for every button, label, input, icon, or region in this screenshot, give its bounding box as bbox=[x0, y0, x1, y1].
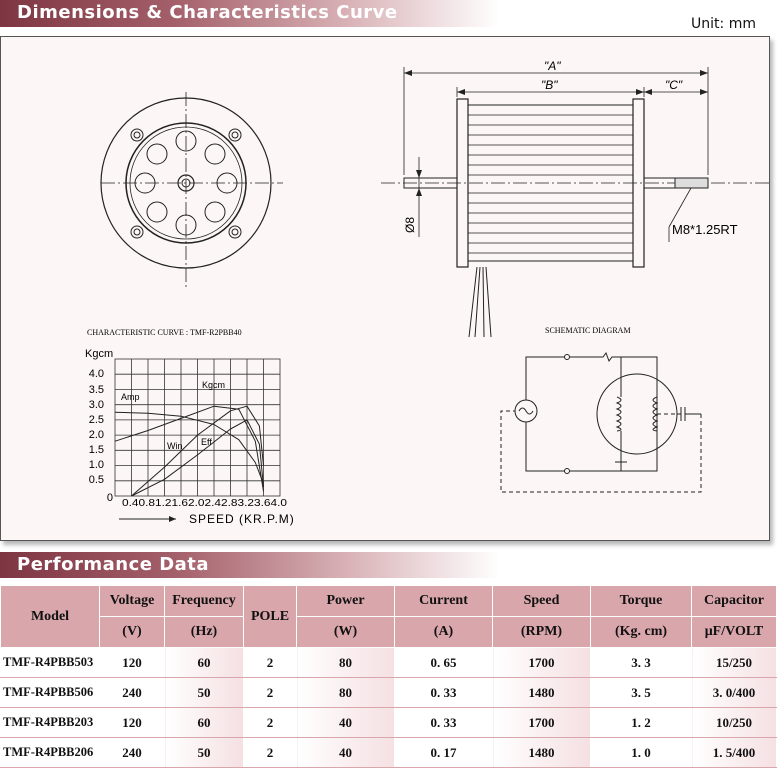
dimension-a-label: "A" bbox=[544, 59, 561, 73]
dimension-b-label: "B" bbox=[541, 78, 558, 92]
chart-ylabel: Kgcm bbox=[85, 348, 113, 360]
y-tick-label: 2.5 bbox=[89, 414, 104, 426]
motor-side-view bbox=[381, 67, 769, 338]
cell-power: 40 bbox=[296, 737, 395, 768]
cell-frequency: 50 bbox=[164, 737, 244, 768]
cell-voltage: 120 bbox=[99, 707, 165, 738]
header-torque: Torque bbox=[590, 585, 692, 617]
chart-y-ticks: 4.0 3.5 3.0 2.5 2.0 1.5 1.0 0.5 0 bbox=[89, 368, 113, 504]
y-tick-label: 2.0 bbox=[89, 429, 104, 441]
y-tick-label: 0 bbox=[107, 492, 113, 504]
table-row: TMF-R4PBB203 120 60 2 40 0. 33 1700 1. 2… bbox=[0, 707, 777, 738]
cell-speed: 1480 bbox=[492, 677, 591, 708]
header-frequency-unit: (Hz) bbox=[164, 616, 244, 648]
cell-torque: 3. 5 bbox=[590, 677, 692, 708]
cell-pole: 2 bbox=[243, 707, 297, 738]
cell-pole: 2 bbox=[243, 647, 297, 678]
x-tick-labels: 0.40.81.21.62.02.42.83.23.64.0 bbox=[122, 497, 287, 509]
table-row: TMF-R4PBB506 240 50 2 80 0. 33 1480 3. 5… bbox=[0, 677, 777, 708]
cell-torque: 3. 3 bbox=[590, 647, 692, 678]
y-tick-label: 1.0 bbox=[89, 459, 104, 471]
series-label-amp: Amp bbox=[121, 392, 140, 402]
motor-front-view bbox=[100, 92, 283, 287]
header-power: Power bbox=[296, 585, 395, 617]
header-capacitor-unit: μF/VOLT bbox=[691, 616, 777, 648]
cell-pole: 2 bbox=[243, 737, 297, 768]
y-tick-label: 4.0 bbox=[89, 368, 104, 380]
thread-label: M8*1.25RT bbox=[672, 222, 738, 237]
chart-xlabel: SPEED (KR.P.M) bbox=[189, 512, 295, 526]
cell-frequency: 50 bbox=[164, 677, 244, 708]
cell-pole: 2 bbox=[243, 677, 297, 708]
header-voltage: Voltage bbox=[99, 585, 165, 617]
cell-model: TMF-R4PBB503 bbox=[0, 647, 100, 678]
cell-voltage: 240 bbox=[99, 737, 165, 768]
section-banner-performance: Performance Data bbox=[0, 552, 500, 578]
y-tick-label: 3.5 bbox=[89, 384, 104, 396]
series-line-eff bbox=[131, 405, 264, 497]
cell-voltage: 120 bbox=[99, 647, 165, 678]
cell-frequency: 60 bbox=[164, 707, 244, 738]
cell-capacitor: 15/250 bbox=[691, 647, 777, 678]
header-capacitor: Capacitor bbox=[691, 585, 777, 617]
cell-capacitor: 1. 5/400 bbox=[691, 737, 777, 768]
series-label-kgcm: Kgcm bbox=[202, 380, 225, 390]
y-tick-label: 1.5 bbox=[89, 444, 104, 456]
cell-current: 0. 33 bbox=[394, 677, 493, 708]
series-line-kgcm bbox=[114, 405, 264, 492]
performance-table: Model Voltage Frequency POLE Power Curre… bbox=[0, 585, 777, 768]
header-power-unit: (W) bbox=[296, 616, 395, 648]
cell-power: 80 bbox=[296, 647, 395, 678]
header-pole: POLE bbox=[243, 585, 297, 648]
cell-speed: 1700 bbox=[492, 647, 591, 678]
series-label-win: Win bbox=[167, 441, 183, 451]
cell-capacitor: 10/250 bbox=[691, 707, 777, 738]
header-model: Model bbox=[0, 585, 100, 648]
header-torque-unit: (Kg. cm) bbox=[590, 616, 692, 648]
curve-caption: CHARACTERISTIC CURVE : TMF-R2PBB40 bbox=[87, 328, 242, 337]
cell-model: TMF-R4PBB506 bbox=[0, 677, 100, 708]
section-title: Dimensions & Characteristics Curve bbox=[17, 2, 398, 23]
cell-frequency: 60 bbox=[164, 647, 244, 678]
cell-current: 0. 65 bbox=[394, 647, 493, 678]
header-voltage-unit: (V) bbox=[99, 616, 165, 648]
cell-current: 0. 33 bbox=[394, 707, 493, 738]
section-banner-dimensions: Dimensions & Characteristics Curve bbox=[0, 0, 500, 27]
cell-current: 0. 17 bbox=[394, 737, 493, 768]
header-speed: Speed bbox=[492, 585, 591, 617]
y-tick-label: 3.0 bbox=[89, 399, 104, 411]
series-line-amp bbox=[114, 411, 264, 484]
cell-capacitor: 3. 0/400 bbox=[691, 677, 777, 708]
cell-model: TMF-R4PBB203 bbox=[0, 707, 100, 738]
y-tick-label: 0.5 bbox=[89, 474, 104, 486]
speed-arrow bbox=[119, 516, 176, 522]
table-row: TMF-R4PBB206 240 50 2 40 0. 17 1480 1. 0… bbox=[0, 737, 777, 768]
cell-speed: 1480 bbox=[492, 737, 591, 768]
cell-model: TMF-R4PBB206 bbox=[0, 737, 100, 768]
chart-grid bbox=[114, 358, 281, 497]
schematic-caption: SCHEMATIC DIAGRAM bbox=[545, 326, 631, 335]
table-row: TMF-R4PBB503 120 60 2 80 0. 65 1700 3. 3… bbox=[0, 647, 777, 678]
header-frequency: Frequency bbox=[164, 585, 244, 617]
series-label-eff: Eff bbox=[201, 437, 212, 447]
chart-series-group bbox=[114, 405, 264, 497]
section-title: Performance Data bbox=[17, 554, 210, 575]
cell-torque: 1. 0 bbox=[590, 737, 692, 768]
unit-label: Unit: mm bbox=[691, 16, 756, 32]
cell-power: 40 bbox=[296, 707, 395, 738]
schematic-diagram bbox=[500, 351, 702, 493]
technical-drawing-panel: "A" "B" "C" Ø8 M8*1.25RT CHARACTERISTIC … bbox=[0, 36, 770, 541]
dimension-c-label: "C" bbox=[665, 78, 683, 92]
cell-speed: 1700 bbox=[492, 707, 591, 738]
header-current-unit: (A) bbox=[394, 616, 493, 648]
header-current: Current bbox=[394, 585, 493, 617]
cell-power: 80 bbox=[296, 677, 395, 708]
cell-torque: 1. 2 bbox=[590, 707, 692, 738]
header-speed-unit: (RPM) bbox=[492, 616, 591, 648]
series-line-win bbox=[131, 419, 264, 497]
shaft-diameter-label: Ø8 bbox=[403, 217, 417, 233]
cell-voltage: 240 bbox=[99, 677, 165, 708]
